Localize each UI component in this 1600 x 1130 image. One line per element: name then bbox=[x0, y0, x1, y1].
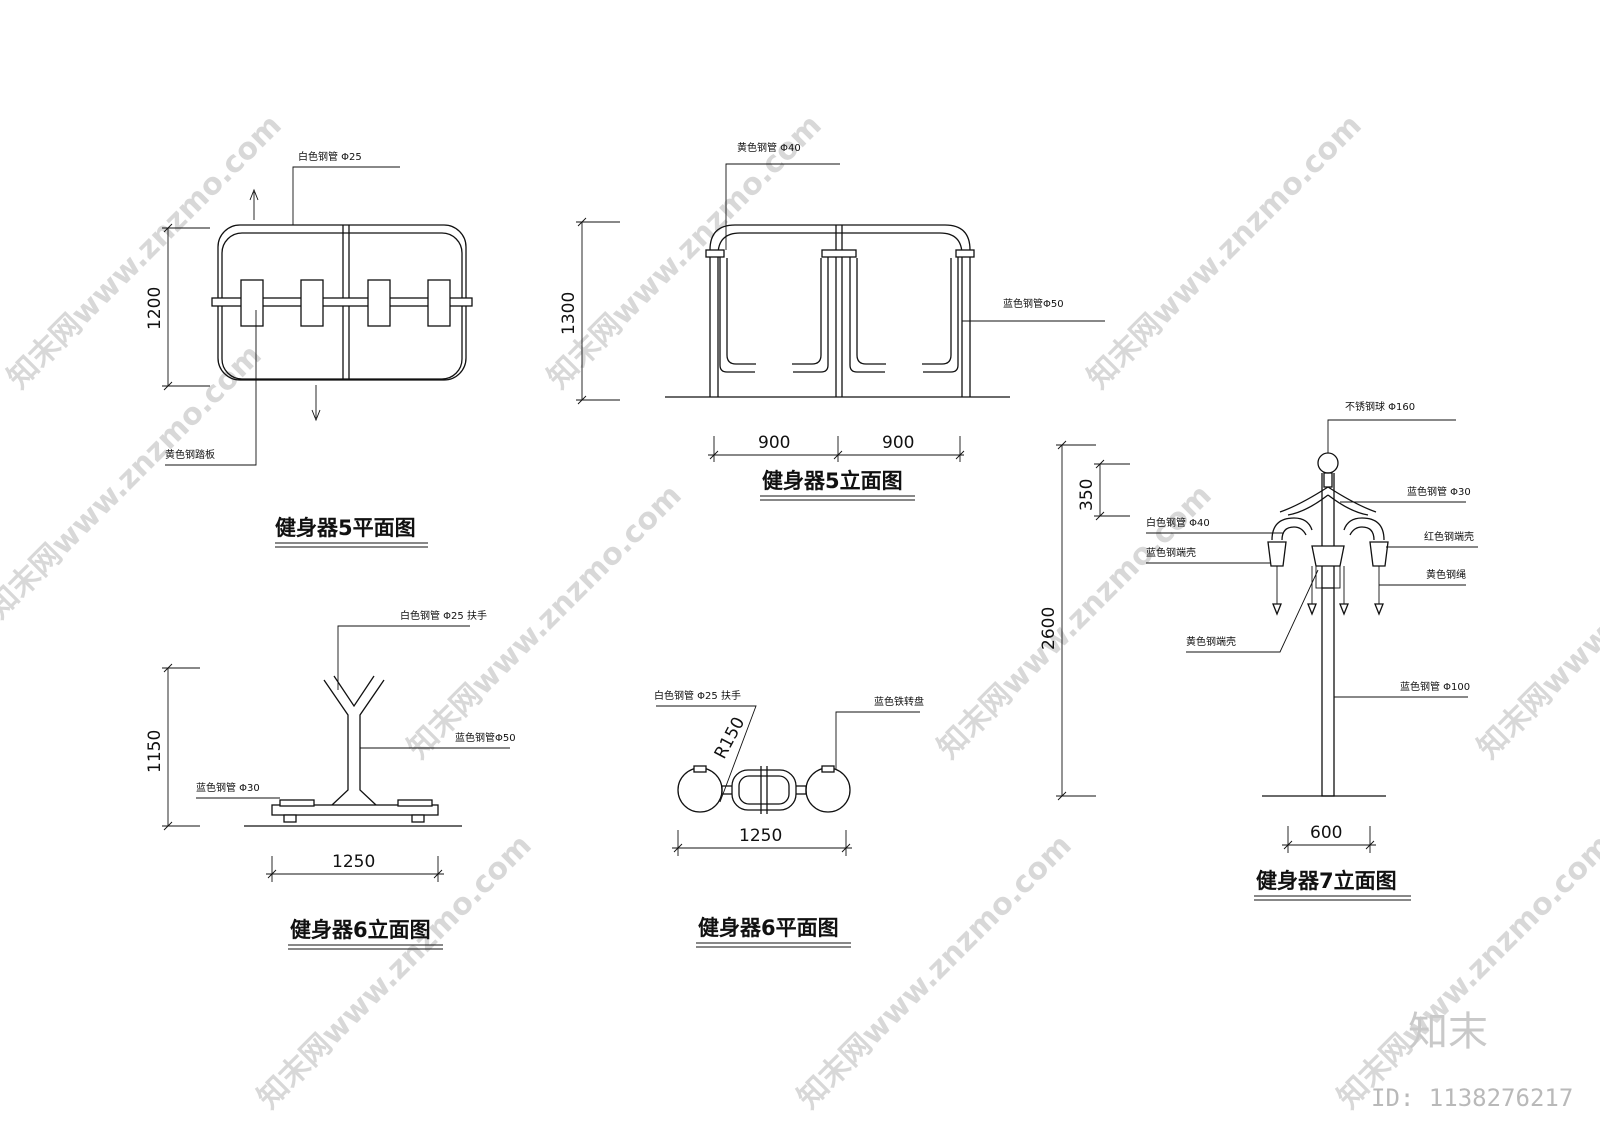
equipment-5-plan: 白色钢管 Φ25 黄色钢踏板 1200 健身器5平面图 bbox=[145, 150, 473, 548]
title-eq6-plan: 健身器6平面图 bbox=[698, 916, 839, 940]
dim-height-1150: 1150 bbox=[145, 730, 165, 773]
dim-width-1250: 1250 bbox=[332, 852, 375, 872]
dim-height-350: 350 bbox=[1077, 479, 1097, 511]
title-eq5-elevation: 健身器5立面图 bbox=[762, 469, 903, 493]
equipment-6-elevation: 白色钢管 Φ25 扶手 蓝色钢管Φ50 蓝色钢管 Φ30 1150 1250 健… bbox=[145, 609, 516, 950]
note-white-tube-40: 白色钢管 Φ40 bbox=[1146, 516, 1210, 529]
dim-radius-r150: R150 bbox=[711, 714, 749, 762]
note-blue-shell: 蓝色钢端壳 bbox=[1146, 546, 1196, 559]
equipment-6-plan: 白色钢管 Φ25 扶手 R150 蓝色铁转盘 1250 健身器6平面图 bbox=[654, 689, 924, 948]
note-blue-tube-100: 蓝色钢管 Φ100 bbox=[1400, 680, 1470, 693]
watermark-text: 知末网www.znzmo.com bbox=[251, 828, 539, 1116]
dim-height-1300: 1300 bbox=[559, 292, 579, 335]
note-yellow-tube-40: 黄色钢管 Φ40 bbox=[737, 141, 801, 154]
watermark-text: 知末网www.znzmo.com bbox=[791, 828, 1079, 1116]
note-yellow-pedal: 黄色钢踏板 bbox=[165, 448, 215, 461]
watermark-layer: 知末网www.znzmo.com 知末网www.znzmo.com 知末网www… bbox=[0, 108, 1600, 1116]
watermark-text: 知末网www.znzmo.com bbox=[1471, 478, 1600, 766]
brand-logo-text: 知末 bbox=[1408, 1009, 1488, 1055]
dim-width-600: 600 bbox=[1310, 823, 1342, 843]
note-blue-tube-50: 蓝色钢管Φ50 bbox=[455, 731, 516, 744]
dim-width-900-left: 900 bbox=[758, 433, 790, 453]
note-white-tube-25: 白色钢管 Φ25 bbox=[298, 150, 362, 163]
note-yellow-shell: 黄色钢端壳 bbox=[1186, 635, 1236, 648]
title-eq5-plan: 健身器5平面图 bbox=[275, 516, 416, 540]
note-white-handle-25: 白色钢管 Φ25 扶手 bbox=[654, 689, 741, 702]
watermark-text: 知末网www.znzmo.com bbox=[0, 338, 269, 626]
note-yellow-rope: 黄色钢绳 bbox=[1426, 568, 1466, 581]
dim-width-1250: 1250 bbox=[739, 826, 782, 846]
note-steel-ball-160: 不锈钢球 Φ160 bbox=[1345, 400, 1415, 413]
note-blue-turntable: 蓝色铁转盘 bbox=[874, 695, 924, 708]
dim-width-900-right: 900 bbox=[882, 433, 914, 453]
title-eq7-elevation: 健身器7立面图 bbox=[1256, 869, 1397, 893]
note-blue-tube-30: 蓝色钢管 Φ30 bbox=[1407, 485, 1471, 498]
image-id-label: ID: 1138276217 bbox=[1371, 1084, 1573, 1112]
dim-height-1200: 1200 bbox=[145, 287, 165, 330]
watermark-text: 知末网www.znzmo.com bbox=[1081, 108, 1369, 396]
note-blue-tube-50: 蓝色钢管Φ50 bbox=[1003, 297, 1064, 310]
note-red-shell: 红色钢端壳 bbox=[1424, 530, 1474, 543]
dim-height-2600: 2600 bbox=[1039, 607, 1059, 650]
note-white-handle-25: 白色钢管 Φ25 扶手 bbox=[400, 609, 487, 622]
note-blue-tube-30: 蓝色钢管 Φ30 bbox=[196, 781, 260, 794]
title-eq6-elevation: 健身器6立面图 bbox=[290, 918, 431, 942]
equipment-5-elevation: 黄色钢管 Φ40 蓝色钢管Φ50 1300 900 900 健身器5立面图 bbox=[559, 141, 1105, 501]
equipment-7-elevation: 不锈钢球 Φ160 蓝色钢管 Φ30 白色钢管 Φ40 红色钢端壳 蓝色钢端壳 … bbox=[1039, 400, 1478, 901]
